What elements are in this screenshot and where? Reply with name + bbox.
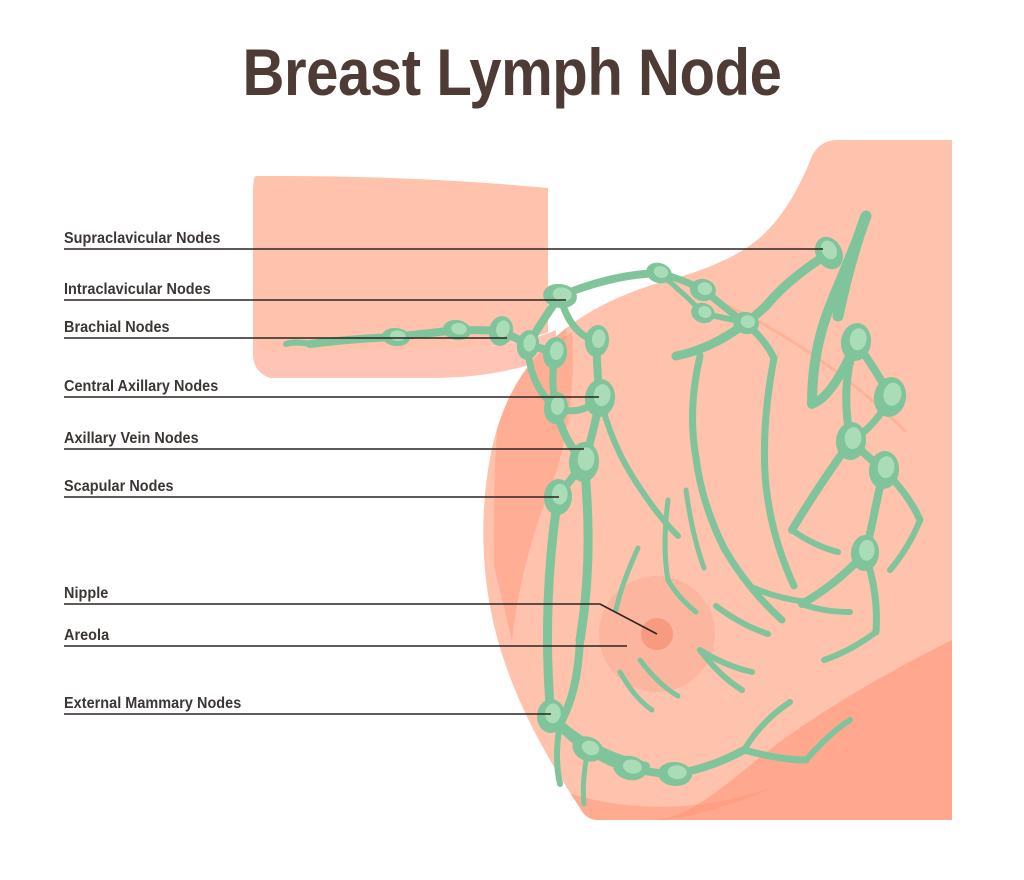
lymph-node xyxy=(840,323,872,361)
lymph-node-highlight xyxy=(592,329,606,348)
lymph-node xyxy=(443,319,471,341)
lymph-node-highlight xyxy=(697,282,713,296)
lymph-node-highlight xyxy=(883,382,902,406)
lymph-node-highlight xyxy=(451,322,467,335)
lymph-node xyxy=(815,236,843,270)
lymph-node xyxy=(568,442,600,482)
lymph-node xyxy=(835,422,867,460)
lymph-node-highlight xyxy=(550,396,565,415)
inframammary-shadow xyxy=(560,786,776,820)
lymph-node-highlight xyxy=(581,740,600,756)
lymph-node-highlight xyxy=(698,306,712,318)
lymph-node-highlight xyxy=(844,427,862,450)
lymph-node xyxy=(613,755,647,781)
lymph-node-highlight xyxy=(552,287,572,302)
leader-line-group xyxy=(64,248,823,715)
lymph-node-highlight xyxy=(653,266,669,278)
lymph-node-highlight xyxy=(523,334,536,352)
label-scapular: Scapular Nodes xyxy=(64,478,174,495)
label-brachial: Brachial Nodes xyxy=(64,319,170,336)
lymph-node xyxy=(691,302,715,324)
breast-shadow xyxy=(652,640,952,820)
lymph-node xyxy=(658,761,692,787)
lymph-node xyxy=(543,392,569,424)
lymph-node xyxy=(543,283,577,309)
lymph-node-highlight xyxy=(551,483,568,505)
lymph-node-highlight xyxy=(545,703,561,724)
lymph-node-highlight xyxy=(821,240,838,260)
lymph-node-highlight xyxy=(877,456,895,479)
label-external-mammary: External Mammary Nodes xyxy=(64,695,242,712)
lymph-node xyxy=(584,379,616,417)
lymph-node xyxy=(516,330,540,360)
label-nipple: Nipple xyxy=(64,585,109,602)
page-title: Breast Lymph Node xyxy=(242,35,782,109)
lymph-node xyxy=(850,535,880,571)
lymph-node-highlight xyxy=(577,447,595,471)
arm xyxy=(253,176,556,378)
lymph-node xyxy=(873,377,907,417)
lymph-node xyxy=(542,337,568,369)
lymph-node-highlight xyxy=(740,315,756,329)
lymph-node xyxy=(690,278,716,302)
lymph-node-highlight xyxy=(849,328,867,351)
label-central-axillary: Central Axillary Nodes xyxy=(64,378,219,395)
label-supraclavicular: Supraclavicular Nodes xyxy=(64,230,221,247)
lymph-node xyxy=(536,699,566,733)
lymph-node xyxy=(646,262,672,284)
lymph-node-highlight xyxy=(859,539,875,561)
lymph-node-group xyxy=(382,236,907,787)
lymph-node-highlight xyxy=(593,384,611,407)
label-intraclavicular: Intraclavicular Nodes xyxy=(64,281,211,298)
lymph-node xyxy=(733,311,759,335)
lymph-node xyxy=(584,325,610,357)
lymph-node xyxy=(868,451,900,489)
lymph-node-highlight xyxy=(550,341,564,360)
label-axillary-vein: Axillary Vein Nodes xyxy=(64,430,199,447)
leader-line-nipple xyxy=(64,603,658,635)
label-areola: Areola xyxy=(64,627,110,644)
lymph-node-highlight xyxy=(496,320,510,338)
lymph-node-highlight xyxy=(667,765,687,780)
lymph-node-highlight xyxy=(622,759,642,774)
lymph-node xyxy=(572,736,604,762)
